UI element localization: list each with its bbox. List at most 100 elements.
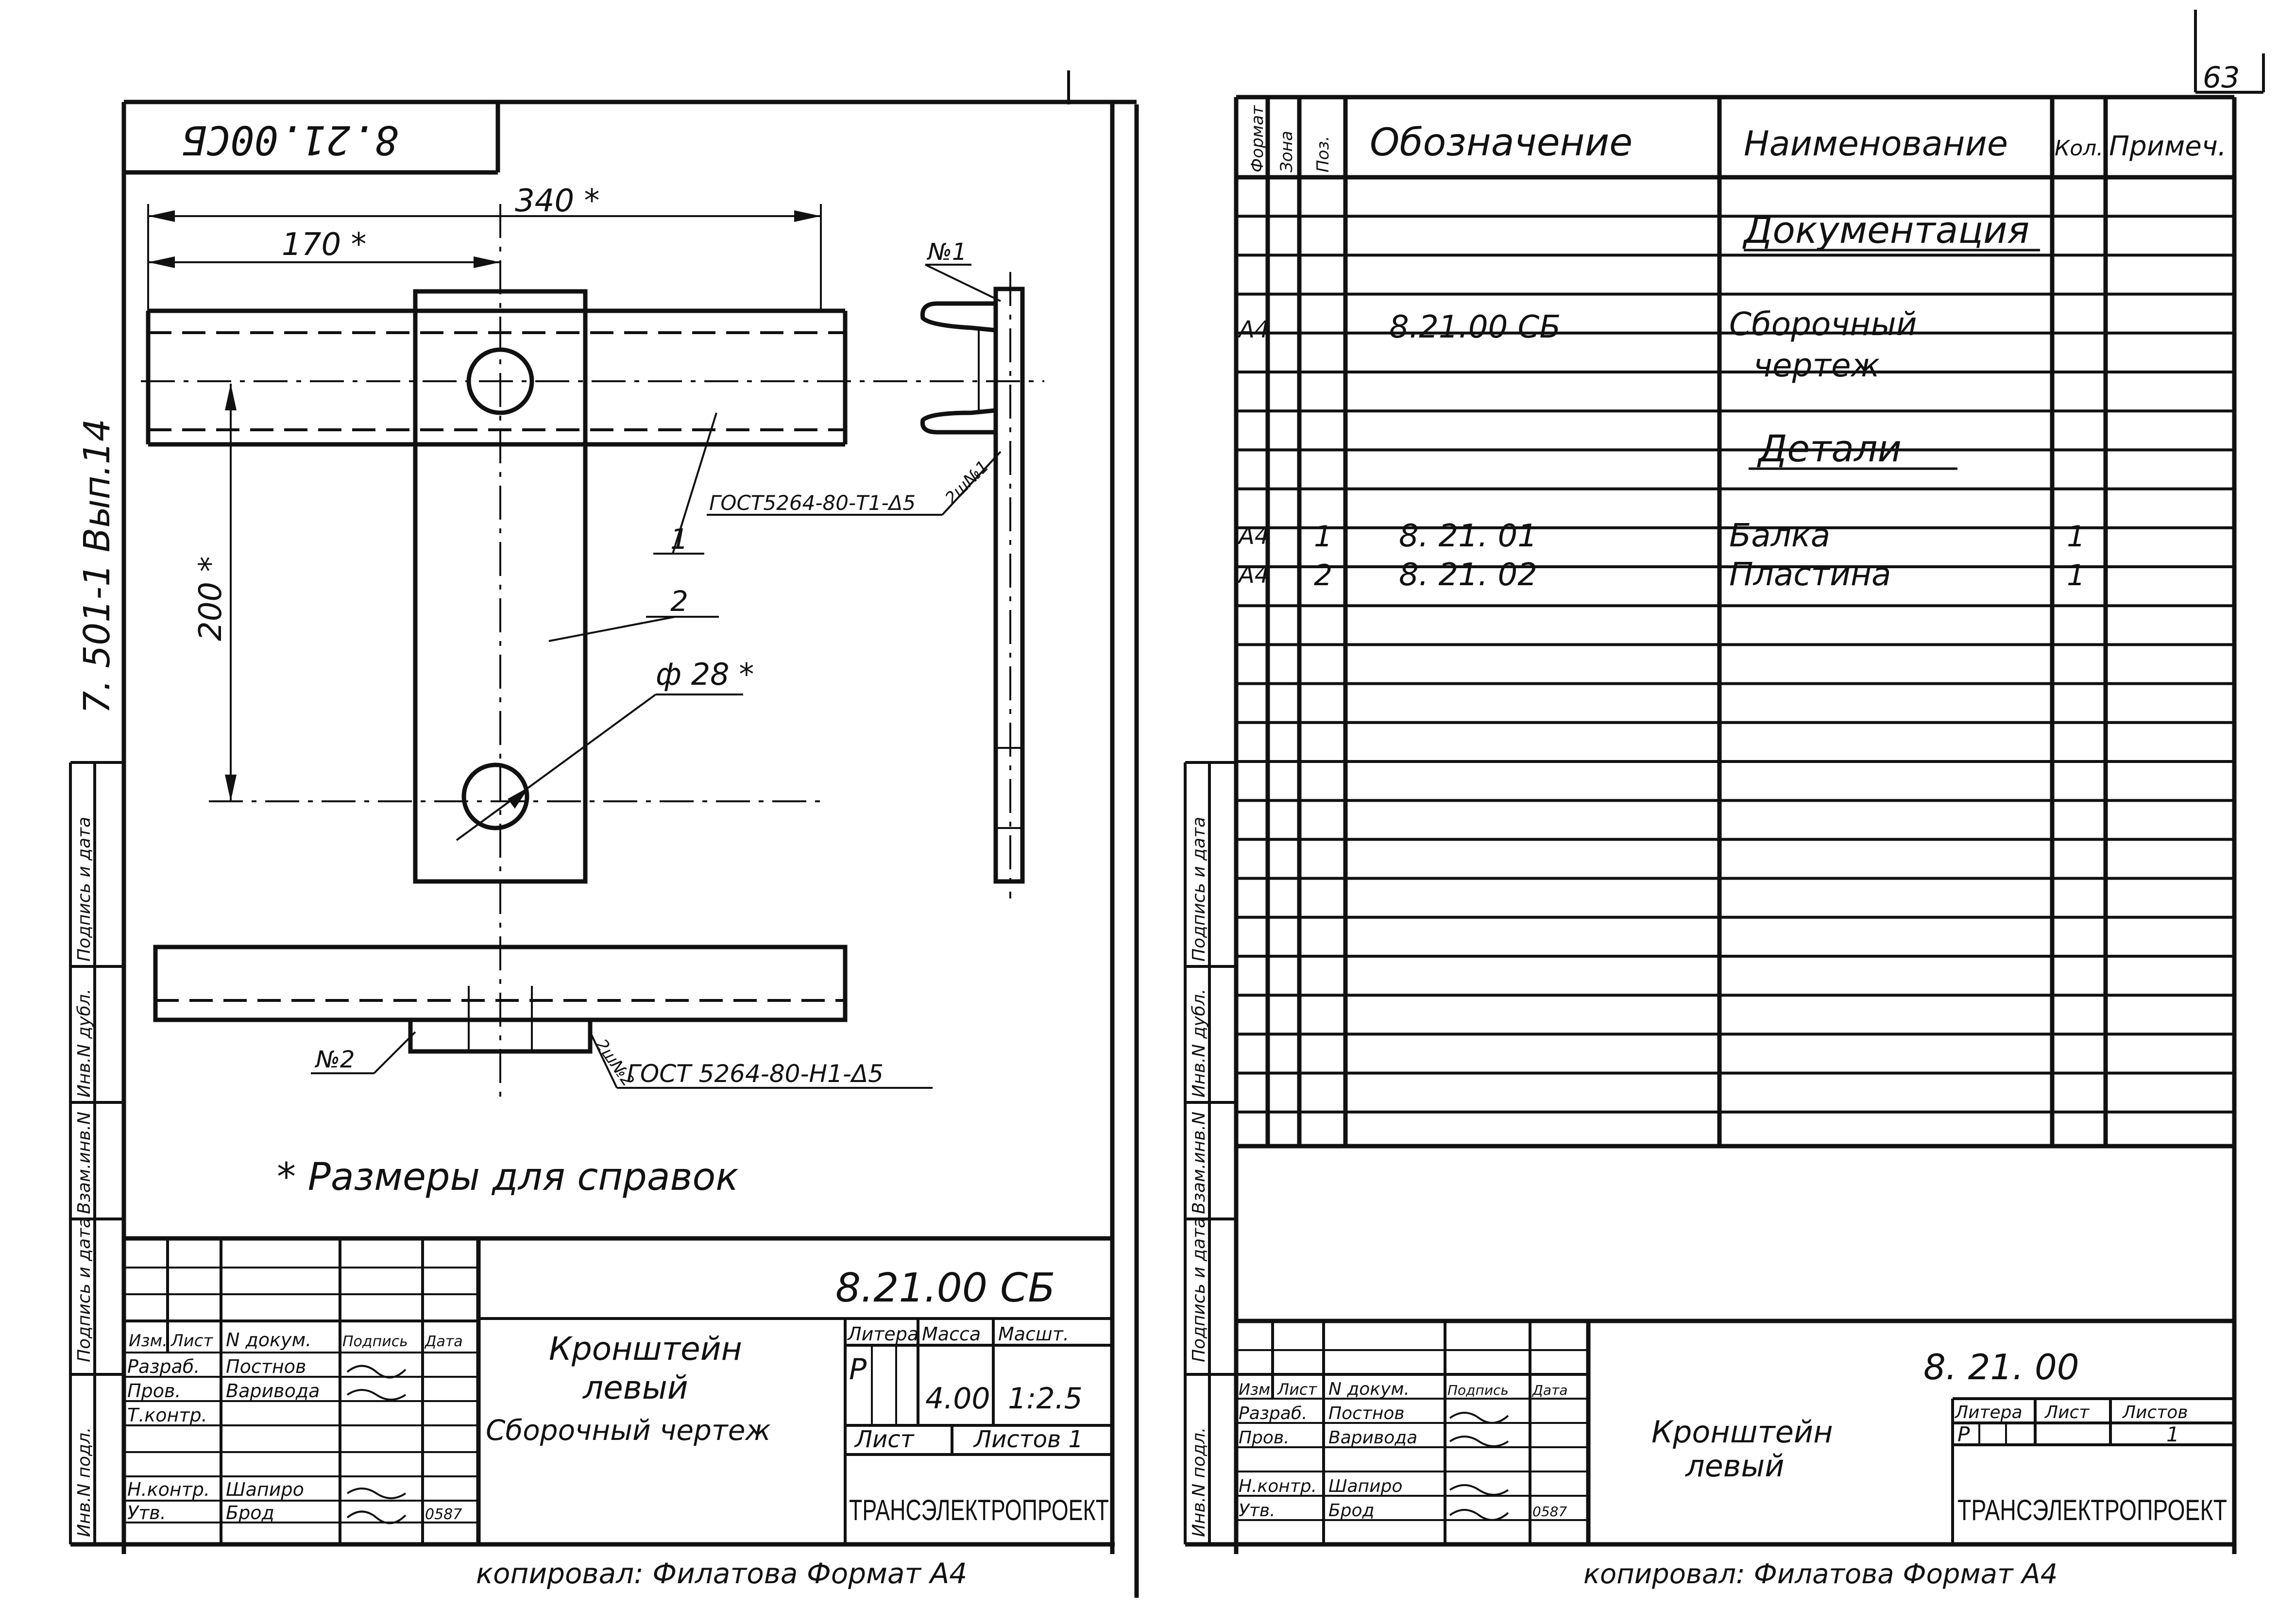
left-name-0: Постнов <box>226 1356 306 1377</box>
side-label-vzam-inv: Взам.инв.N <box>74 1112 94 1214</box>
pos-leader-2: 2 <box>548 585 719 642</box>
right-name-0: Постнов <box>1328 1404 1405 1423</box>
weld1-marker: №1 ГОСТ5264-80-Т1-Δ5 2ш№1 <box>707 238 1002 516</box>
page-number-box: 63 <box>2194 10 2265 95</box>
right-side-label-inv-dubl: Инв.N дубл. <box>1189 989 1209 1098</box>
left-title-block: Изм. Лист N докум. Подпись Дата Разраб. … <box>124 1236 1112 1544</box>
stamp-box: 8.21.00СБ <box>124 102 500 175</box>
left-sheets-label: Листов 1 <box>973 1426 1083 1453</box>
bottom-view <box>153 945 848 1054</box>
right-tb-title-1: Кронштейн <box>1651 1414 1833 1450</box>
left-sheet-label: Лист <box>854 1426 915 1453</box>
weld2-spec-text: ГОСТ 5264-80-Н1-Δ5 <box>627 1060 884 1088</box>
side-view <box>920 272 1025 898</box>
right-sheet: Инв.N подл. Подпись и дата Взам.инв.N Ин… <box>1184 95 2237 1590</box>
right-name-1: Варивода <box>1328 1428 1417 1448</box>
row-0-name: Сборочный <box>1729 305 1917 343</box>
pos-1-text: 1 <box>670 523 688 556</box>
side-label-sign-date-1: Подпись и дата <box>74 1218 94 1362</box>
right-tb-title-2: левый <box>1685 1448 1785 1484</box>
dimension-340: 340 * <box>147 183 822 311</box>
right-head-sign: Подпись <box>1447 1382 1509 1398</box>
dimension-200: 200 * <box>193 384 237 801</box>
hole-diameter-text: ф 28 * <box>656 657 754 692</box>
right-head-litera: Литера <box>1954 1403 2023 1422</box>
weld1-mark-text: №1 <box>926 238 967 266</box>
dimension-170-text: 170 * <box>282 227 367 263</box>
beam-front-view <box>146 308 848 447</box>
right-side-label-sign-date-2: Подпись и дата <box>1189 817 1209 962</box>
row-3-format: А4 <box>1237 561 1269 589</box>
side-label-sign-date-2: Подпись и дата <box>74 817 94 962</box>
row-2-designation: 8. 21. 01 <box>1399 518 1537 554</box>
col-header-qty: Кол. <box>2055 136 2103 161</box>
left-role-0: Разраб. <box>127 1356 200 1377</box>
right-name-4: Брод <box>1328 1501 1374 1521</box>
left-date-value: 0587 <box>425 1506 462 1523</box>
row-3-name: Пластина <box>1729 556 1891 593</box>
left-head-mass: Масса <box>922 1323 981 1345</box>
side-series-label: 7. 501-1 Вып.14 <box>76 419 118 714</box>
left-sheet: 8.21.00СБ 7. 501-1 Вып.14 Инв.N подл. По… <box>69 70 1139 1598</box>
weld2-marker: №2 2ш№2 ГОСТ 5264-80-Н1-Δ5 <box>311 1031 933 1090</box>
row-2-qty: 1 <box>2067 520 2085 554</box>
left-role-2: Т.контр. <box>127 1404 207 1426</box>
left-company: ТРАНСЭЛЕКТРОПРОЕКТ <box>849 1494 1109 1526</box>
plate-front-view <box>141 204 1044 1102</box>
pos-2-text: 2 <box>670 585 688 618</box>
right-head-ndoc: N докум. <box>1328 1379 1410 1399</box>
right-name-3: Шапиро <box>1328 1476 1402 1496</box>
left-mass-value: 4.00 <box>925 1382 990 1416</box>
spec-table: Формат Зона Поз. Обозначение Наименовани… <box>1236 97 2234 1149</box>
right-head-list-label: Лист <box>2044 1403 2090 1422</box>
right-side-label-vzam-inv: Взам.инв.N <box>1189 1112 1209 1214</box>
stamp-code: 8.21.00СБ <box>183 117 398 163</box>
left-role-5: Утв. <box>127 1502 166 1523</box>
reference-note: * Размеры для справок <box>277 1155 738 1199</box>
right-signature-3 <box>1449 1484 1509 1496</box>
weld1-extra-text: 2ш№1 <box>941 457 993 508</box>
side-label-inv-podl: Инв.N подл. <box>74 1427 94 1537</box>
hole-diameter-leader: ф 28 * <box>456 657 754 841</box>
right-bottom-text: копировал: Филатова Формат А4 <box>1583 1558 2058 1590</box>
right-head-list: Лист <box>1277 1380 1317 1399</box>
right-tb-designation: 8. 21. 00 <box>1923 1347 2079 1387</box>
left-tb-title-2: левый <box>582 1369 688 1406</box>
right-head-sheets: Листов <box>2122 1403 2188 1422</box>
dimension-340-text: 340 * <box>515 183 600 219</box>
right-side-label-sign-date-1: Подпись и дата <box>1189 1218 1209 1362</box>
weld2-mark-text: №2 <box>314 1046 355 1073</box>
row-3-pos: 2 <box>1314 558 1332 592</box>
left-head-izm: Изм. <box>129 1331 168 1351</box>
row-3-designation: 8. 21. 02 <box>1399 557 1537 593</box>
row-2-name: Балка <box>1729 517 1830 554</box>
left-head-sign: Подпись <box>342 1333 408 1350</box>
dimension-200-text: 200 * <box>193 557 229 642</box>
left-head-ndoc: N докум. <box>226 1329 311 1351</box>
left-approval-strip: Инв.N подл. Подпись и дата Взам.инв.N Ин… <box>69 761 124 1544</box>
row-1-name: чертеж <box>1753 347 1880 384</box>
col-header-format: Формат <box>1248 105 1267 172</box>
section-documentation: Документация <box>1742 208 2029 252</box>
right-signature-2 <box>1449 1436 1509 1447</box>
col-header-pos: Поз. <box>1313 136 1333 172</box>
right-litera-value: Р <box>1957 1422 1970 1446</box>
left-head-date: Дата <box>424 1333 463 1350</box>
left-head-list: Лист <box>170 1331 213 1351</box>
left-head-scale: Масшт. <box>998 1323 1069 1345</box>
col-header-designation: Обозначение <box>1370 121 1633 165</box>
col-header-zone: Зона <box>1277 131 1296 172</box>
page-number: 63 <box>2203 61 2240 95</box>
col-header-name: Наименование <box>1744 124 2008 164</box>
weld1-spec-text: ГОСТ5264-80-Т1-Δ5 <box>709 491 916 515</box>
right-role-4: Утв. <box>1239 1501 1276 1521</box>
section-details: Детали <box>1757 427 1902 470</box>
left-litera-value: Р <box>849 1353 867 1387</box>
left-role-4: Н.контр. <box>127 1479 210 1500</box>
left-name-5: Брод <box>226 1502 274 1523</box>
right-sheets-value: 1 <box>2166 1422 2179 1446</box>
right-signature-1 <box>1449 1412 1509 1424</box>
row-2-format: А4 <box>1237 523 1269 550</box>
right-role-3: Н.контр. <box>1239 1476 1317 1496</box>
